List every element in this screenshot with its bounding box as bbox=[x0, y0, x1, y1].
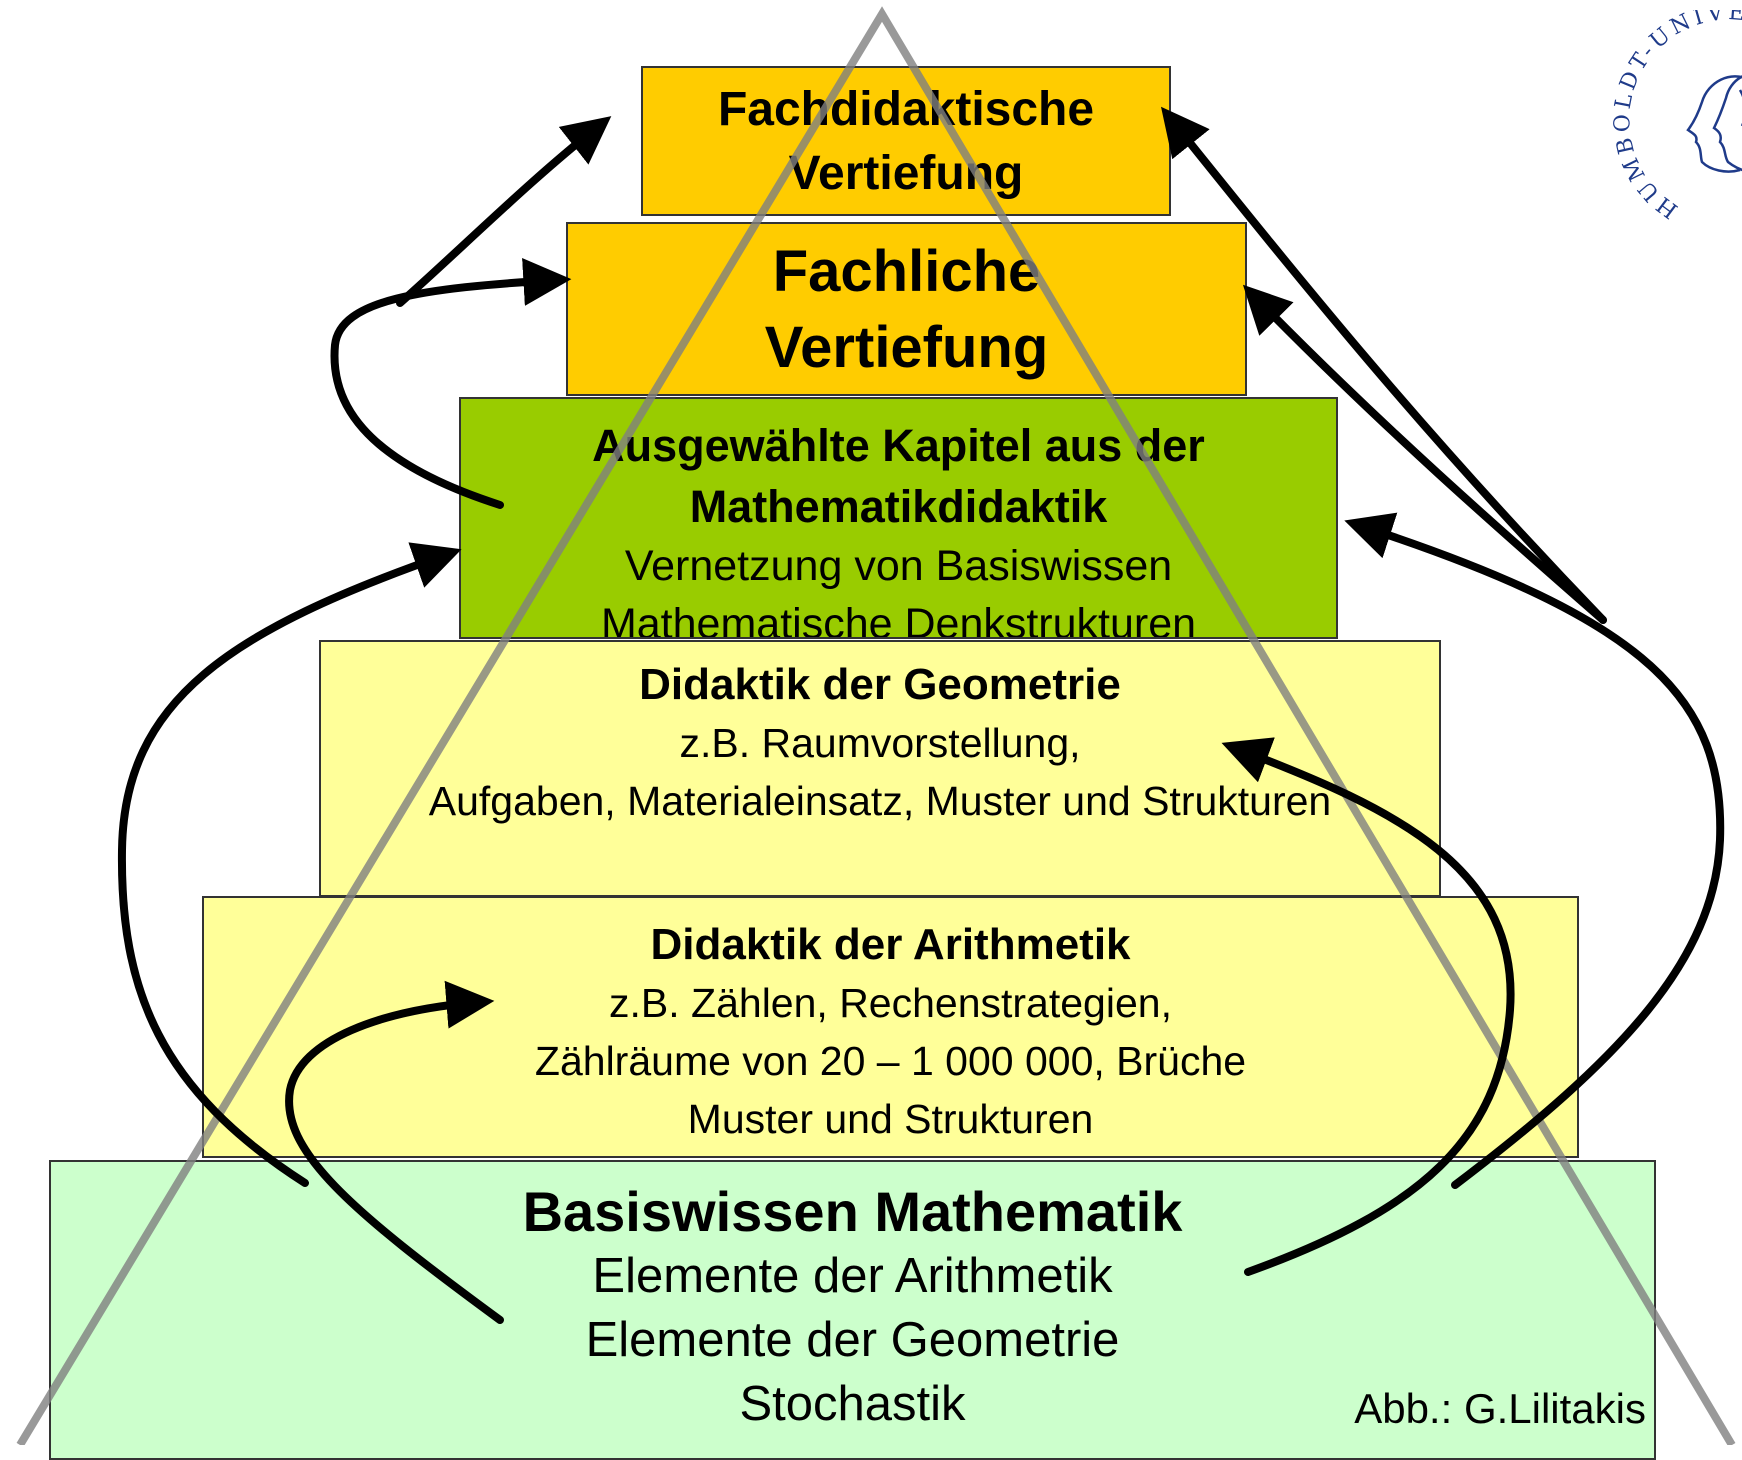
level-detail: Muster und Strukturen bbox=[687, 1096, 1094, 1142]
level-detail: z.B. Zählen, Rechenstrategien, bbox=[609, 980, 1172, 1026]
level-title: Fachliche bbox=[772, 239, 1041, 304]
level-title: Fachdidaktische bbox=[717, 83, 1095, 136]
level-detail: Aufgaben, Materialeinsatz, Muster und St… bbox=[428, 778, 1332, 824]
figure-credit: Abb.: G.Lilitakis bbox=[1354, 1385, 1646, 1432]
level-detail: z.B. Raumvorstellung, bbox=[679, 720, 1081, 766]
level-title: Mathematikdidaktik bbox=[689, 481, 1108, 532]
level-detail: Elemente der Arithmetik bbox=[592, 1249, 1113, 1303]
level-fachliche-vertiefung: Fachliche Vertiefung bbox=[566, 222, 1247, 396]
level-detail: Elemente der Geometrie bbox=[585, 1313, 1120, 1367]
level-ausgewaehlte-kapitel: Ausgewählte Kapitel aus der Mathematikdi… bbox=[459, 397, 1338, 639]
level-title: Ausgewählte Kapitel aus der bbox=[592, 420, 1205, 471]
university-seal-icon: HUMBOLDT-UNIVERSITÄT ZU BERLIN bbox=[1590, 10, 1742, 223]
level-detail: Zählräume von 20 – 1 000 000, Brüche bbox=[534, 1038, 1247, 1084]
level-title: Didaktik der Geometrie bbox=[639, 660, 1121, 709]
level-fachdidaktische-vertiefung: Fachdidaktische Vertiefung bbox=[641, 66, 1171, 216]
level-detail: Vernetzung von Basiswissen bbox=[624, 542, 1173, 590]
level-didaktik-geometrie: Didaktik der Geometrie z.B. Raumvorstell… bbox=[319, 640, 1441, 897]
level-title: Vertiefung bbox=[788, 147, 1024, 200]
level-title: Vertiefung bbox=[764, 315, 1049, 380]
level-title: Didaktik der Arithmetik bbox=[650, 920, 1131, 969]
level-didaktik-arithmetik: Didaktik der Arithmetik z.B. Zählen, Rec… bbox=[202, 896, 1579, 1158]
level-detail: Mathematische Denkstrukturen bbox=[600, 600, 1197, 639]
level-title: Basiswissen Mathematik bbox=[522, 1180, 1183, 1243]
